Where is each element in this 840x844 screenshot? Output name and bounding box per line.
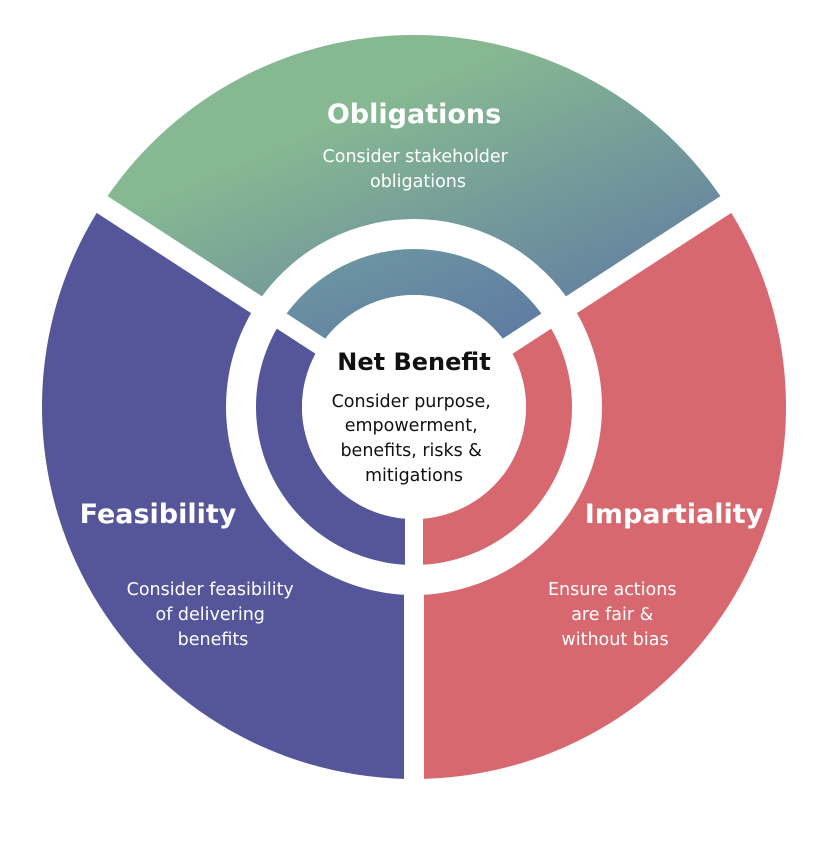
impartiality-description-line: without bias bbox=[561, 630, 668, 650]
net-benefit-description-line: benefits, risks & bbox=[340, 441, 482, 461]
net-benefit-title: Net Benefit bbox=[337, 348, 490, 376]
center-circle bbox=[302, 295, 526, 519]
impartiality-inner-segment bbox=[423, 328, 573, 565]
obligations-inner-segment bbox=[286, 249, 542, 339]
obligations-title: Obligations bbox=[327, 99, 501, 130]
obligations-description: Consider stakeholder obligations bbox=[323, 147, 514, 192]
net-benefit-description: Consider purpose, empowerment, benefits,… bbox=[332, 392, 497, 486]
obligations-description-line: Consider stakeholder bbox=[323, 147, 509, 167]
impartiality-description-line: Ensure actions bbox=[548, 580, 676, 600]
net-benefit-description-line: empowerment, bbox=[345, 416, 478, 436]
feasibility-title: Feasibility bbox=[80, 499, 237, 530]
impartiality-outer-segment bbox=[424, 212, 787, 779]
obligations-description-line: obligations bbox=[370, 172, 466, 192]
feasibility-description-line: benefits bbox=[178, 630, 249, 650]
impartiality-title: Impartiality bbox=[585, 499, 764, 530]
feasibility-description-line: Consider feasibility bbox=[127, 580, 294, 600]
feasibility-description-line: of delivering bbox=[156, 605, 265, 625]
obligations-outer-segment bbox=[107, 34, 721, 297]
feasibility-description: Consider feasibility of delivering benef… bbox=[127, 580, 300, 650]
feasibility-inner-segment bbox=[255, 328, 405, 565]
net-benefit-description-line: Consider purpose, bbox=[332, 392, 491, 412]
impartiality-description-line: are fair & bbox=[571, 605, 653, 625]
net-benefit-description-line: mitigations bbox=[365, 466, 463, 486]
impartiality-description: Ensure actions are fair & without bias bbox=[548, 580, 682, 650]
feasibility-outer-segment bbox=[41, 212, 404, 779]
